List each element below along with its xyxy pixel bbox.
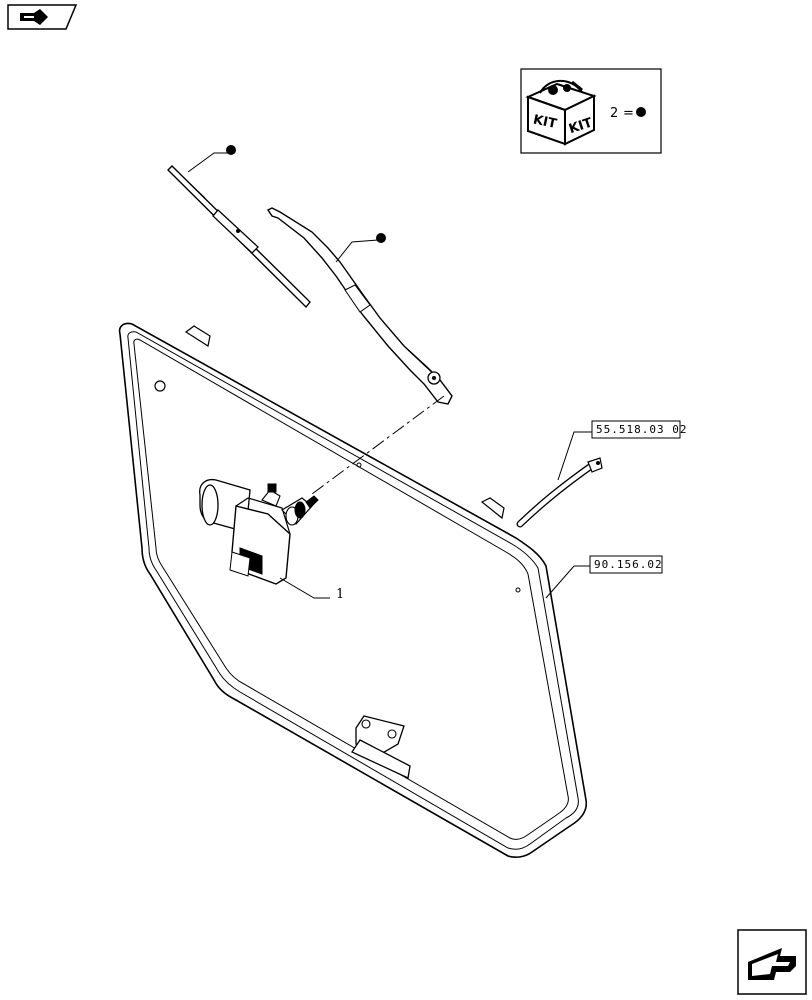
window-reference-callout[interactable]: 90.156.02 <box>545 555 663 599</box>
filled-dot-icon <box>636 107 646 117</box>
back-nav-button[interactable] <box>7 4 78 30</box>
wiper-motor <box>199 478 319 585</box>
wiper-blade-callout <box>187 145 236 173</box>
assembly-centerline <box>311 395 445 495</box>
page-forward-arrow-icon <box>748 948 796 980</box>
kit-legend: KIT KIT 2 = <box>520 68 662 154</box>
item-number-motor: 1 <box>336 587 344 602</box>
wiper-arm <box>266 207 453 405</box>
window-frame <box>118 322 588 858</box>
kit-equals-sign: = <box>623 106 634 121</box>
wiper-blade <box>167 165 311 309</box>
ref-label-hose[interactable]: 55.518.03 02 <box>596 423 687 436</box>
washer-hose <box>516 457 603 528</box>
ref-label-window[interactable]: 90.156.02 <box>594 558 663 571</box>
kit-dot-icon <box>376 233 386 243</box>
wiper-motor-callout: 1 <box>279 577 344 602</box>
kit-box-icon: KIT KIT <box>525 79 597 146</box>
kit-label-left: KIT <box>532 112 559 132</box>
kit-label-right: KIT <box>567 116 594 138</box>
hose-reference-callout[interactable]: 55.518.03 02 <box>557 420 687 481</box>
next-page-button[interactable] <box>737 929 807 995</box>
kit-quantity: 2 <box>610 106 618 121</box>
book-arrow-icon <box>20 9 48 25</box>
wiper-arm-callout <box>335 233 386 263</box>
kit-dot-icon <box>226 145 236 155</box>
